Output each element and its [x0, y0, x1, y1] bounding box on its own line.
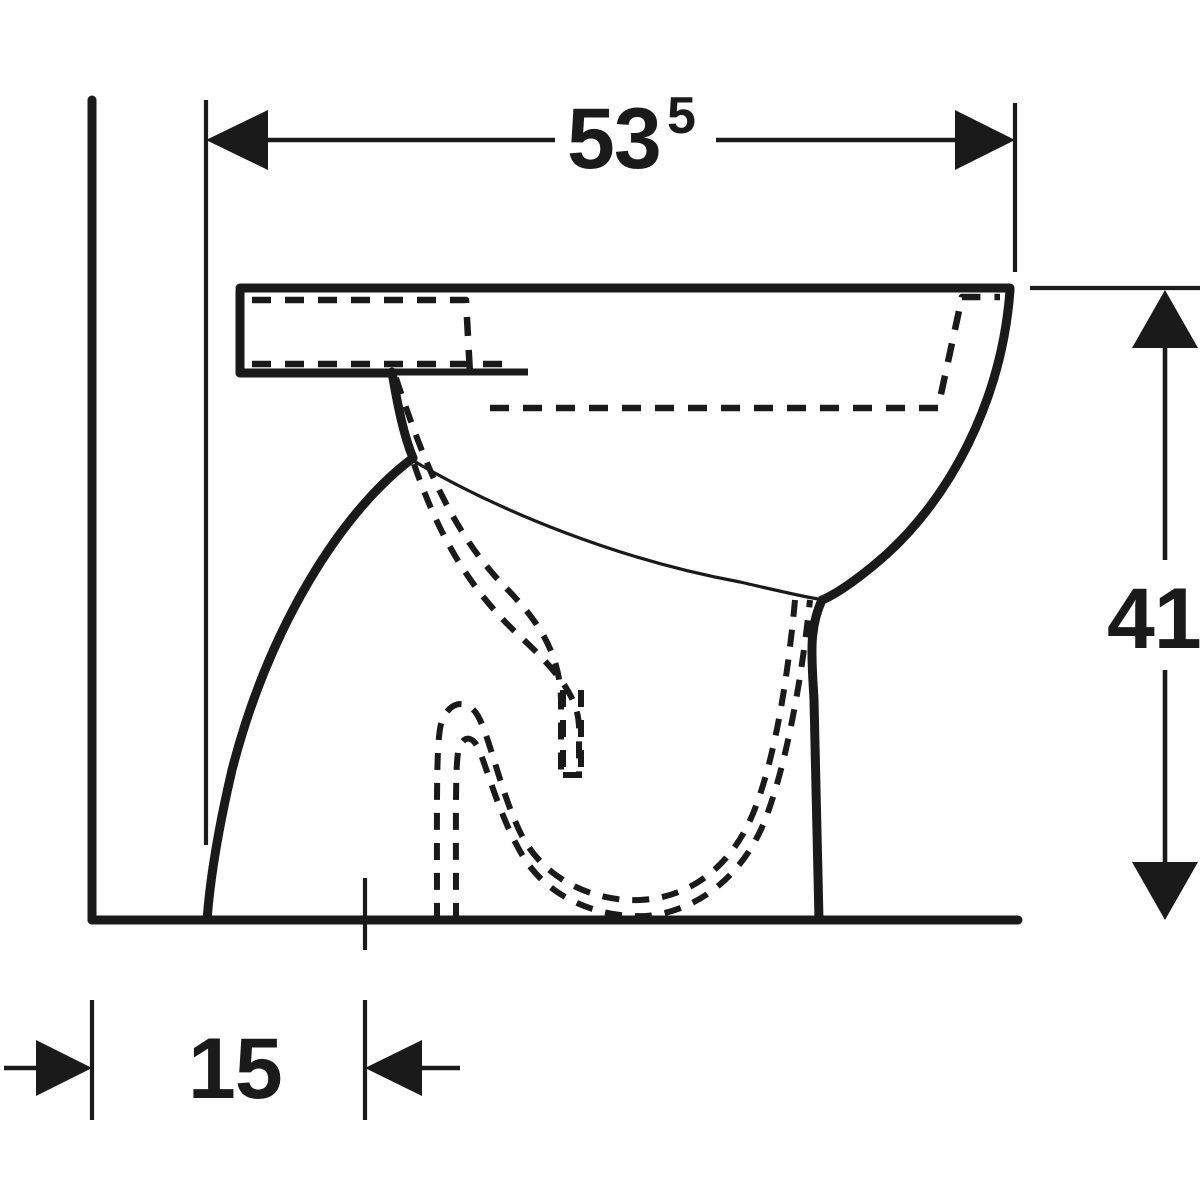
dimension-offset-value: 15	[188, 1021, 282, 1117]
arrow-head-offset-right-icon	[365, 1040, 422, 1096]
arrow-head-left-icon	[206, 110, 268, 170]
bowl-inner-seam-line	[411, 458, 819, 601]
hidden-mid-chamber-line	[490, 293, 1000, 412]
arrow-head-offset-left-icon	[36, 1040, 92, 1096]
arrow-head-up-icon	[1132, 290, 1198, 348]
pedestal-back-outer-curve	[202, 453, 418, 925]
dimension-height-value: 41	[1107, 571, 1200, 667]
pedestal-right-profile	[807, 595, 827, 925]
dimension-height-group: 41	[1107, 290, 1200, 920]
hidden-siphon-outer-wall	[433, 599, 798, 921]
arrow-head-down-icon	[1132, 862, 1198, 920]
dimension-offset-group: 15	[4, 1021, 460, 1117]
toilet-body-group	[202, 283, 1015, 925]
arrow-head-right-icon	[955, 110, 1015, 170]
dimension-width-superscript: 5	[667, 87, 696, 145]
hidden-detail-group	[252, 293, 1000, 921]
hidden-siphon-inner-wall	[452, 599, 813, 921]
pedestal-neck-edge	[387, 367, 418, 463]
hidden-upper-chamber-outline	[252, 296, 474, 375]
hidden-trap-outer-wall	[393, 377, 564, 775]
wall-and-floor-group	[87, 95, 1023, 925]
bowl-front-outer-profile	[817, 285, 1015, 605]
dimension-width-group: 53 5	[206, 87, 1015, 187]
extension-lines-group	[89, 100, 1200, 1120]
dimension-width-value: 53	[567, 91, 661, 187]
